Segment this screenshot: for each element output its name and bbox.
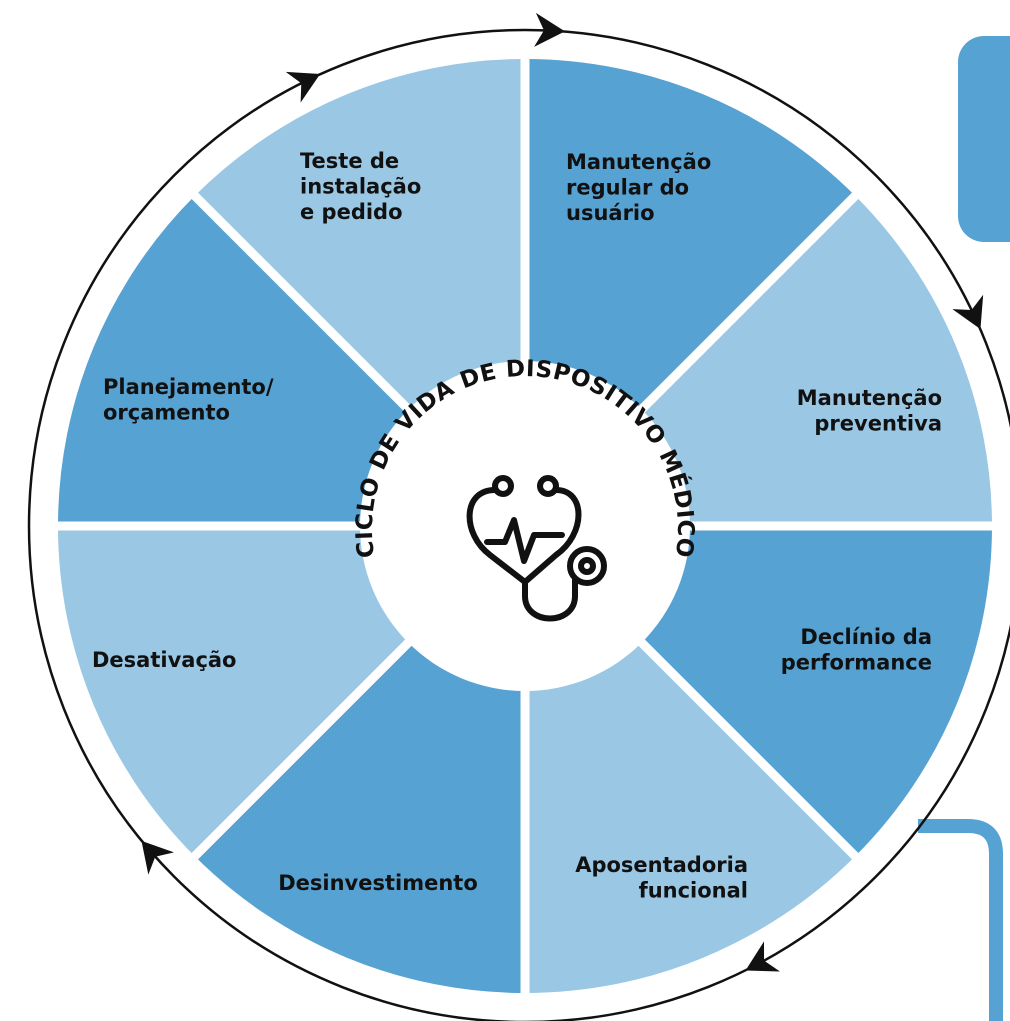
cycle-arrowhead [534,12,565,47]
wheel-separators [54,55,996,997]
segment-label-line: instalação [300,175,421,199]
segment-aposentadoria-funcional [525,624,856,993]
segment-label-line: Manutenção [797,386,942,410]
wheel-segments [58,59,992,993]
segment-desinvestimento [194,624,525,993]
cycle-arrowhead [285,71,321,103]
segment-divider [620,621,862,863]
segment-label-planejamento-orcamento: Planejamento/orçamento [103,375,274,425]
cycle-outline [27,28,1010,1021]
segment-label-line: Desinvestimento [278,871,478,895]
segment-label-line: preventiva [814,412,942,436]
segment-label-line: e pedido [300,200,403,224]
segment-label-desinvestimento: Desinvestimento [278,871,478,895]
segment-manutencao-preventiva [623,195,992,526]
segment-declinio-performance [623,526,992,857]
segment-label-line: regular do [566,176,689,200]
segment-desativacao [58,526,427,857]
side-panel-bottom [918,819,1003,1021]
segment-teste-instalacao [194,59,525,428]
segment-label-line: Declínio da [800,625,932,649]
segment-manutencao-regular [525,59,856,428]
segment-label-line: orçamento [103,401,230,425]
segment-divider [188,621,430,863]
segment-divider [188,189,430,431]
segment-label-line: Planejamento/ [103,375,274,399]
segment-label-line: Teste de [300,149,399,173]
segment-divider [620,189,862,431]
side-panel-top [958,36,1010,242]
segment-label-desativacao: Desativação [92,648,237,672]
cycle-arrowhead [952,294,984,330]
cycle-arrowhead [745,941,780,972]
cycle-arrowhead [141,840,174,875]
segment-label-line: usuário [566,201,655,225]
segment-planejamento-orcamento [58,195,427,526]
segment-label-line: funcional [639,879,748,903]
segment-label-line: Aposentadoria [575,853,748,877]
center-hub [360,361,690,691]
segment-label-line: Manutenção [566,150,711,174]
stethoscope-heartbeat-icon [466,475,607,622]
segment-label-line: performance [781,651,932,675]
cycle-arrows [141,12,984,972]
segment-label-line: Desativação [92,648,237,672]
